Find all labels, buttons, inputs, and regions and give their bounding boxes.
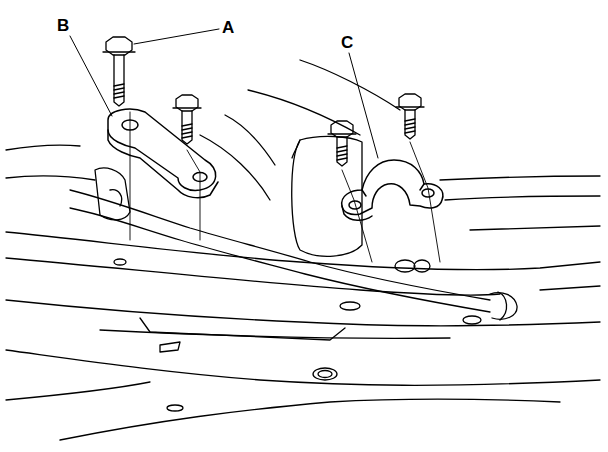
- callout-letter: B: [57, 17, 69, 34]
- bracket: [108, 109, 218, 198]
- leader-lines: [70, 29, 378, 158]
- callout-letter: C: [341, 34, 353, 51]
- rubber-bushing: [292, 136, 362, 256]
- alignment-lines: [130, 112, 440, 262]
- bolts: [103, 37, 424, 166]
- bushing: [95, 168, 130, 220]
- subframe-outline: [6, 60, 600, 440]
- callout-letter: A: [222, 19, 234, 36]
- stabilizer-bar: [70, 190, 517, 320]
